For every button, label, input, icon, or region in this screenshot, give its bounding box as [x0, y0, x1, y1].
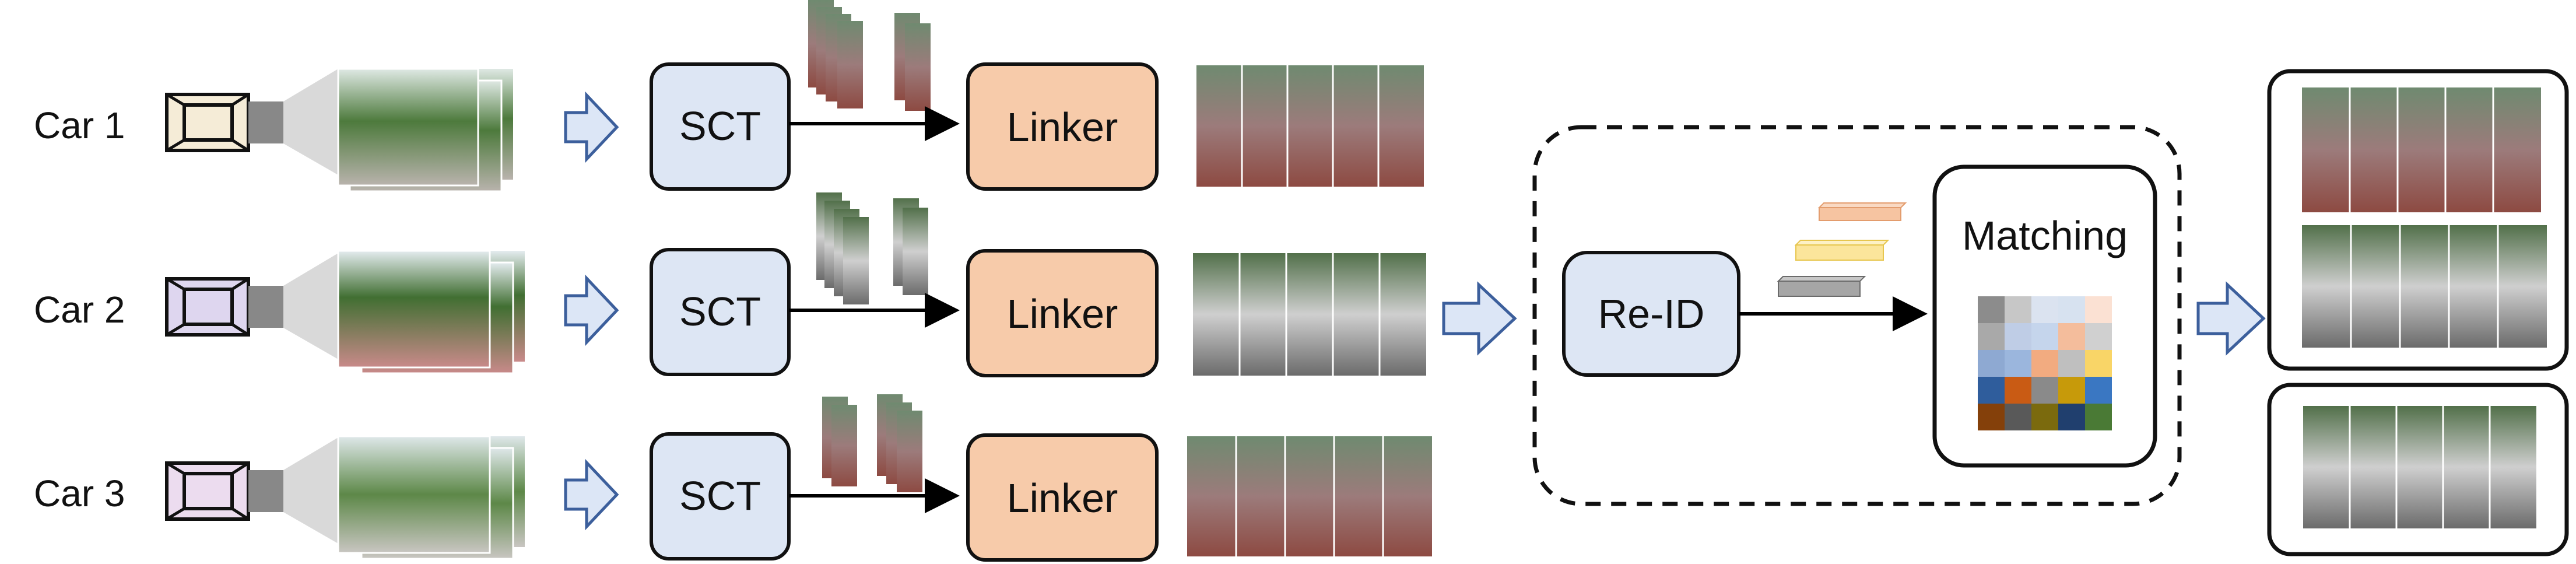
flow-arrow-icon [564, 91, 619, 163]
linker-box-2: Linker [966, 249, 1159, 377]
result-track-1a [2302, 87, 2541, 212]
camera-icon [165, 69, 338, 175]
matrix-cell [1978, 404, 2005, 430]
result-group-1 [2267, 69, 2569, 371]
video-frames-car-2 [337, 250, 525, 374]
matrix-cell [2058, 350, 2085, 377]
matching-box: Matching [1932, 164, 2157, 468]
linker-label: Linker [1007, 104, 1118, 150]
linker-box-1: Linker [966, 62, 1159, 191]
matrix-cell [2085, 323, 2112, 350]
camera-icon [165, 253, 338, 359]
sct-label: SCT [679, 289, 761, 334]
video-frames-car-3 [337, 435, 525, 560]
matrix-cell [2031, 377, 2058, 404]
matrix-cell [2005, 350, 2031, 377]
matrix-cell [2005, 296, 2031, 323]
result-track-2 [2303, 406, 2536, 528]
linker-label: Linker [1007, 475, 1118, 521]
matrix-cell [2031, 323, 2058, 350]
matrix-cell [1978, 323, 2005, 350]
row-car-2: Car 2 SCT [34, 192, 1426, 377]
linked-track-strip-1 [1196, 65, 1424, 187]
result-track-1b [2302, 225, 2547, 348]
flow-arrow-icon [564, 274, 619, 346]
car-1-label: Car 1 [34, 104, 125, 146]
matrix-cell [2005, 377, 2031, 404]
row-car-1: Car 1 SCT [34, 0, 1424, 192]
video-frames-car-1 [337, 68, 513, 192]
tracklet-thumbnails-1 [808, 0, 931, 111]
reid-label: Re-ID [1598, 291, 1705, 337]
sct-label: SCT [679, 473, 761, 519]
linked-track-strip-3 [1187, 436, 1432, 556]
affinity-matrix [1978, 296, 2112, 430]
matrix-cell [2085, 350, 2112, 377]
matrix-cell [2058, 296, 2085, 323]
matrix-cell [1978, 377, 2005, 404]
matrix-cell [2058, 377, 2085, 404]
sct-label: SCT [679, 103, 761, 149]
merge-arrow-icon [1442, 281, 1517, 356]
sct-box-2: SCT [650, 248, 791, 376]
linked-track-strip-2 [1193, 253, 1426, 376]
matrix-cell [2085, 377, 2112, 404]
matrix-cell [2031, 350, 2058, 377]
reid-matching-region: Re-ID Matching [1532, 125, 2182, 506]
matrix-cell [2085, 296, 2112, 323]
result-group-2 [2267, 383, 2569, 556]
matching-label: Matching [1962, 213, 2128, 258]
matrix-cell [2031, 296, 2058, 323]
matrix-cell [2005, 323, 2031, 350]
flow-arrow-icon [564, 458, 619, 531]
output-arrow-icon [2196, 281, 2266, 356]
sct-box-1: SCT [650, 62, 791, 191]
matrix-cell [2058, 323, 2085, 350]
matrix-cell [1978, 296, 2005, 323]
sct-box-3: SCT [650, 432, 791, 561]
reid-box: Re-ID [1562, 251, 1740, 377]
tracklet-thumbnails-2 [816, 192, 928, 304]
matrix-cell [2058, 404, 2085, 430]
camera-icon [165, 437, 338, 544]
matrix-cell [2085, 404, 2112, 430]
matrix-cell [1978, 350, 2005, 377]
linker-box-3: Linker [966, 433, 1159, 562]
matrix-cell [2005, 404, 2031, 430]
feature-vectors [1777, 202, 1907, 297]
linker-label: Linker [1007, 291, 1118, 337]
tracklet-thumbnails-3 [822, 394, 922, 492]
matrix-cell [2031, 404, 2058, 430]
car-3-label: Car 3 [34, 472, 125, 514]
car-2-label: Car 2 [34, 289, 125, 331]
row-car-3: Car 3 SCT [34, 394, 1432, 562]
